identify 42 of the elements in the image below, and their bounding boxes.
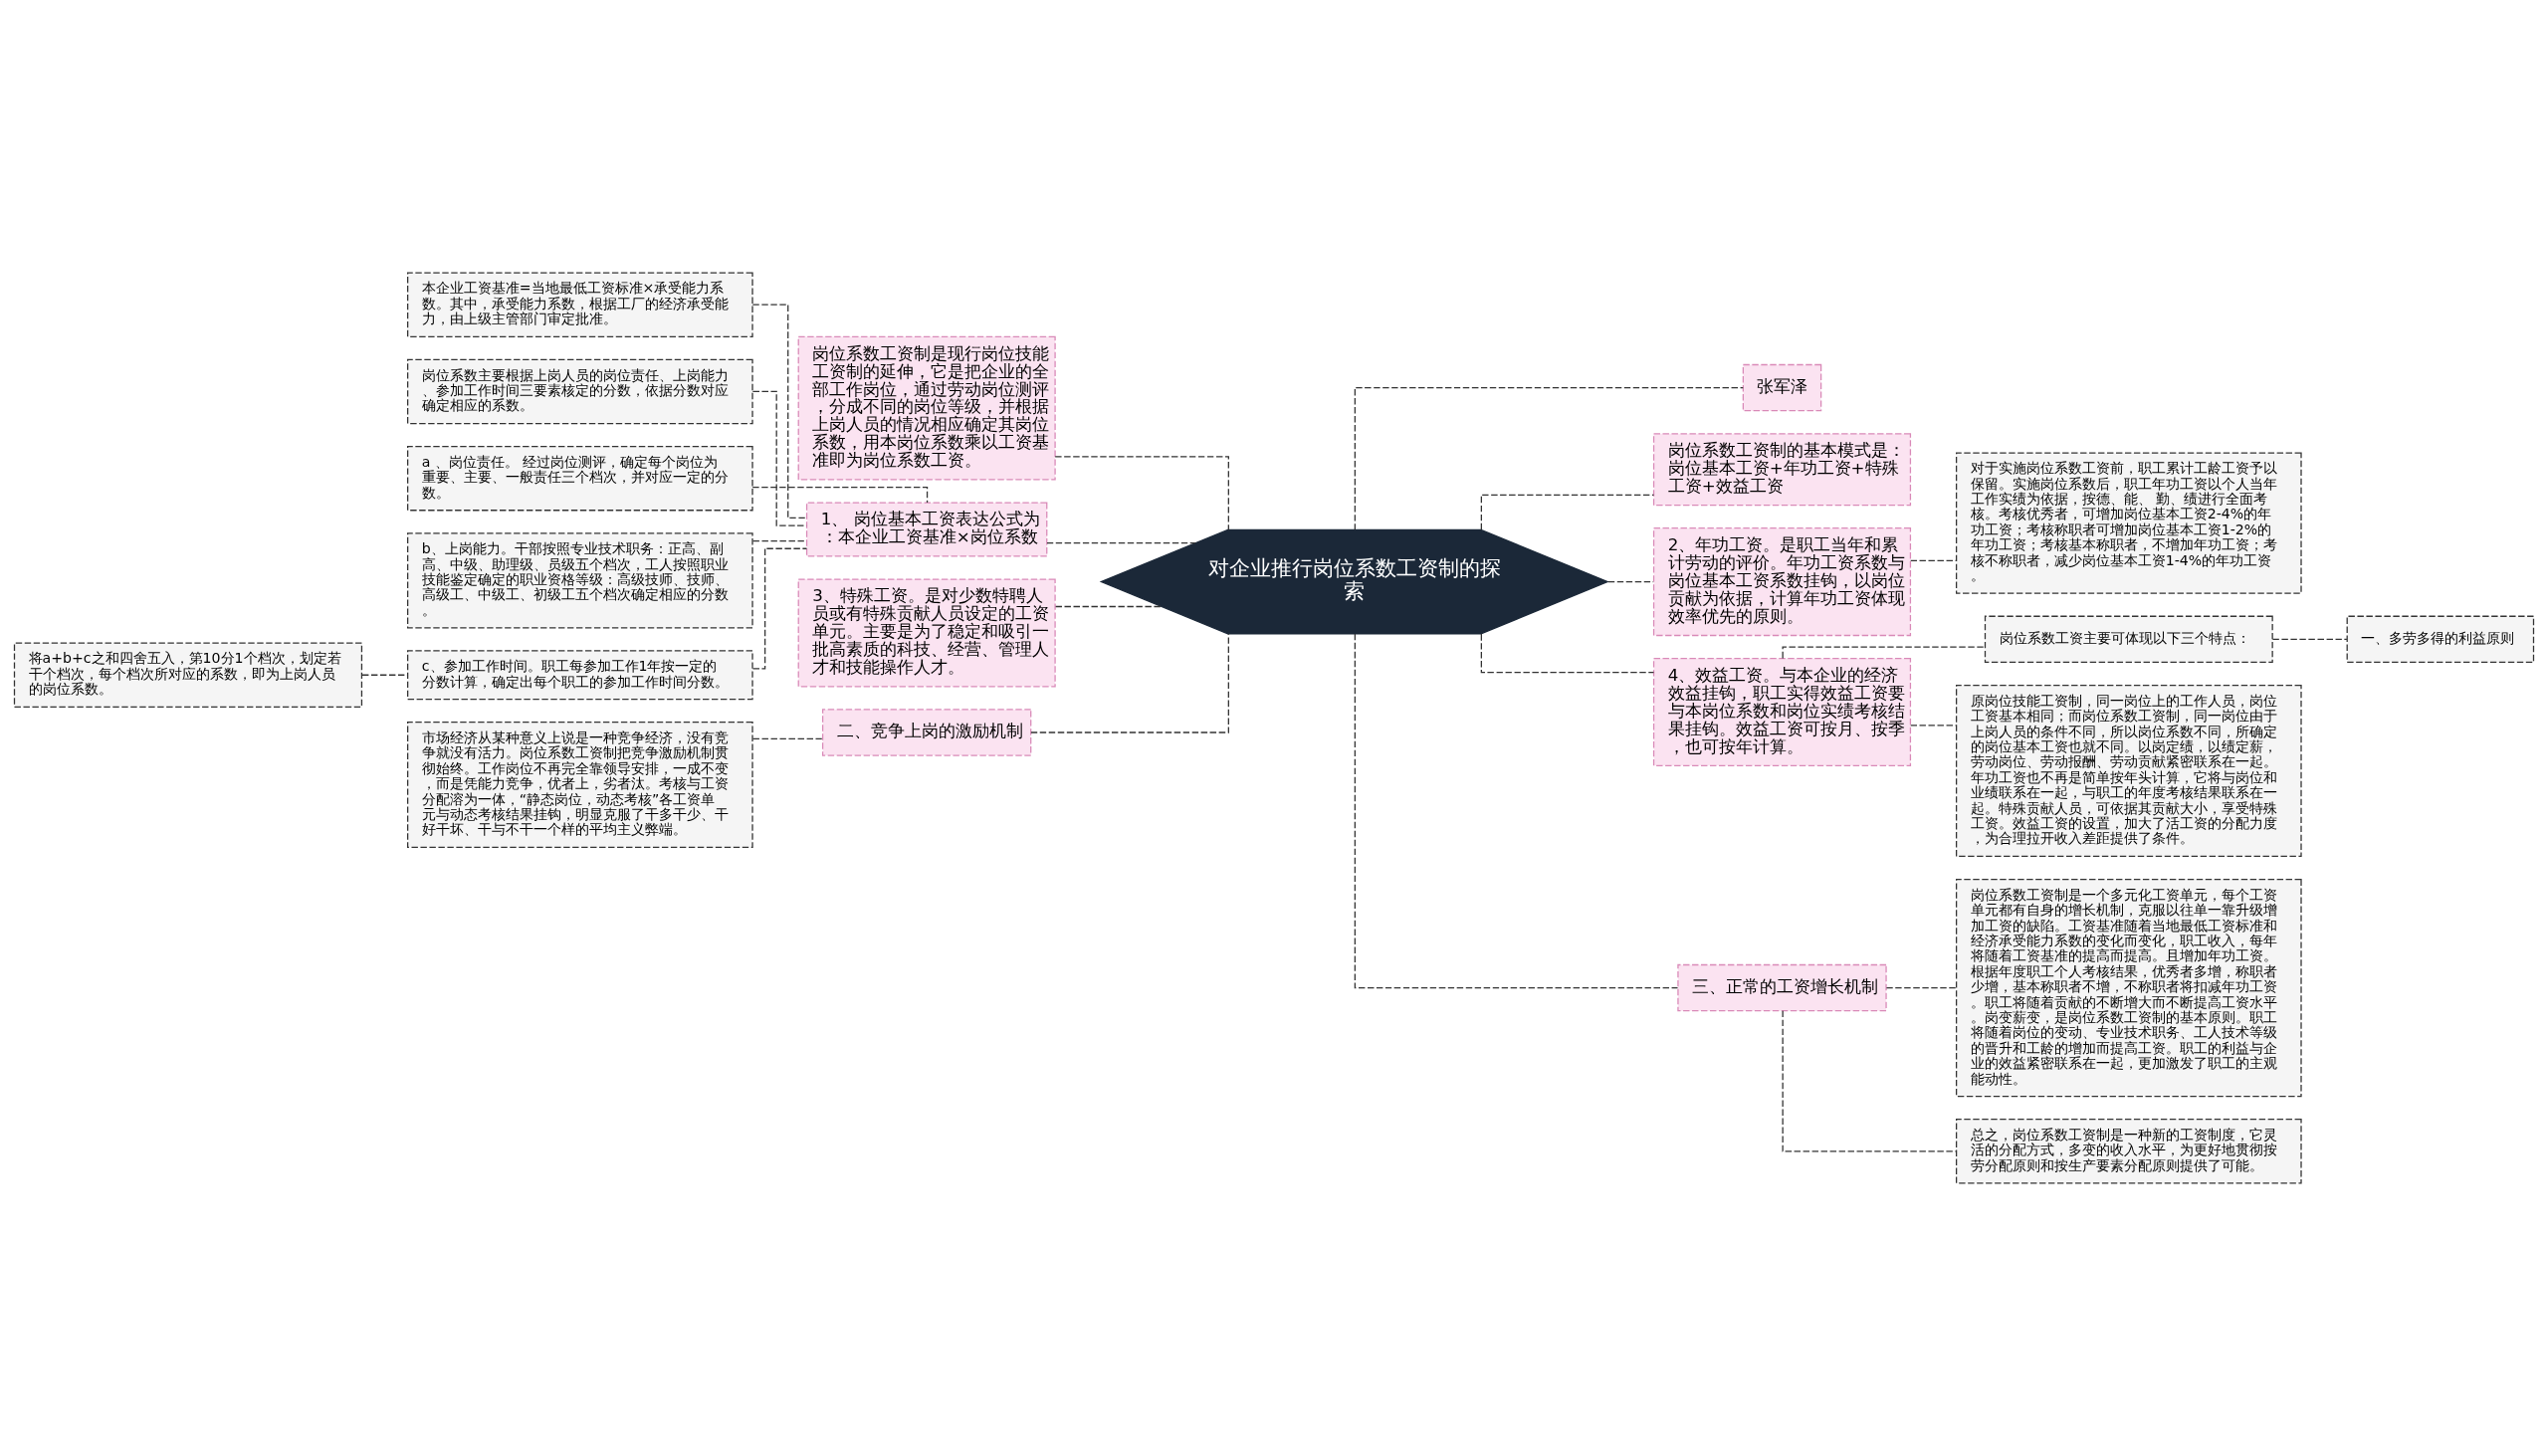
connector <box>751 304 808 520</box>
connector <box>751 487 929 504</box>
connector <box>1030 633 1229 733</box>
connector <box>361 674 408 676</box>
connector <box>1480 494 1655 530</box>
node-box: 三、正常的工资增长机制 <box>1677 963 1887 1012</box>
node-box: 市场经济从某种意义上说是一种竞争经济，没有竞争就没有活力。岗位系数工资制把竞争激励机制贯彻始终。工作岗位不再完全靠领导安排，一成不变，而是凭能力竞争，优者上，劣者汰。考核与工资分配溶为一体，“静态岗位，动态考核”各工资单元与动态考核结果挂钩，明显克服了干多干少、干好干坏、干与不干一个样的平均主义弊端。 <box>407 722 753 849</box>
connector <box>751 547 808 670</box>
node-box: 岗位系数主要根据上岗人员的岗位责任、上岗能力、参加工作时间三要素核定的分数，依据分数对应确定相应的系数。 <box>407 358 753 425</box>
connector <box>1046 541 1196 544</box>
connector <box>1607 580 1654 583</box>
connector <box>1910 725 1957 727</box>
node-box: 1、 岗位基本工资表达公式为：本企业工资基准×岗位系数 <box>805 502 1048 557</box>
node-box: 原岗位技能工资制，同一岗位上的工作人员，岗位工资基本相同；而岗位系数工资制，同一岗位由于上岗人员的条件不同，所以岗位系数不同，所确定的岗位基本工资也就不同。以岗定绩，以绩定薪，劳动岗位、劳动报酬、劳动贡献紧密联系在一起。年功工资也不再是简单按年头计算，它将与岗位和业绩联系在一起，与职工的年度考核结果联系在一起。特殊贡献人员，可依据其贡献大小，享受特殊工资。效益工资的设置，加大了活工资的分配力度，为合理拉开收入差距提供了条件。 <box>1955 684 2302 858</box>
connector <box>2271 638 2348 640</box>
node-box: 对于实施岗位系数工资前，职工累计工龄工资予以保留。实施岗位系数后，职工年功工资以个人当年工作实绩为依据，按德、能、 勤、绩进行全面考核。考核优秀者，可增加岗位基本工资2-4%的年功工资；考核称职者可增加岗位基本工资1-2%的年功工资；考核基本称职者，不增加年功工资；考核不称职者，减少岗位基本工资1-4%的年功工资。 <box>1955 452 2302 594</box>
connector <box>751 390 807 526</box>
node-box: c、参加工作时间。职工每参加工作1年按一定的分数计算，确定出每个职工的参加工作时间分数。 <box>407 650 753 701</box>
node-box: 岗位系数工资主要可体现以下三个特点： <box>1984 615 2273 664</box>
connector <box>1354 633 1679 989</box>
node-box: 将a+b+c之和四舍五入，第10分1个档次，划定若干个档次，每个档次所对应的系数，即为上岗人员的岗位系数。 <box>13 642 363 708</box>
connector <box>1354 386 1744 530</box>
node-box: 2、年功工资。是职工当年和累计劳动的评价。年功工资系数与岗位基本工资系数挂钩，以岗位贡献为依据，计算年功工资体现效率优先的原则。 <box>1652 527 1912 637</box>
connector <box>1480 633 1655 674</box>
connector <box>1782 646 1987 660</box>
node-box: 本企业工资基准=当地最低工资标准×承受能力系数。其中，承受能力系数，根据工厂的经济承受能力，由上级主管部门审定批准。 <box>407 272 753 337</box>
node-box: 岗位系数工资制的基本模式是：岗位基本工资+年功工资+特殊工资+效益工资 <box>1652 433 1912 507</box>
node-box: b、上岗能力。干部按照专业技术职务：正高、副高、中级、助理级、员级五个档次，工人按照职业技能鉴定确定的职业资格等级：高级技师、技师、高级工、中级工、初级工五个档次确定相应的分数。 <box>407 532 753 629</box>
connector <box>1054 456 1229 530</box>
connector <box>751 737 823 740</box>
node-box: a 、岗位责任。 经过岗位测评，确定每个岗位为重要、主要、一般责任三个档次，并对应一定的分数。 <box>407 445 753 512</box>
node-box: 张军泽 <box>1742 363 1822 412</box>
node-box: 3、特殊工资。是对少数特聘人员或有特殊贡献人员设定的工资单元。主要是为了稳定和吸引一批高素质的科技、经营、管理人才和技能操作人才。 <box>797 578 1056 688</box>
connector <box>751 539 808 542</box>
node-box: 二、竞争上岗的激励机制 <box>821 709 1032 756</box>
node-box: 岗位系数工资制是一个多元化工资单元，每个工资单元都有自身的增长机制，克服以往单一靠升级增加工资的缺陷。工资基准随着当地最低工资标准和经济承受能力系数的变化而变化，职工收入，每年将随着工资基准的提高而提高。且增加年功工资。根据年度职工个人考核结果，优秀者多增，称职者少增，基本称职者不增，不称职者将扣减年功工资。职工将随着贡献的不断增大而不断提高工资水平。岗变薪变，是岗位系数工资制的基本原则。职工将随着岗位的变动、专业技术职务、工人技术等级的晋升和工龄的增加而提高工资。职工的利益与企业的效益紧密联系在一起，更加激发了职工的主观能动性。 <box>1955 878 2302 1098</box>
node-box: 4、效益工资。与本企业的经济效益挂钩，职工实得效益工资要与本岗位系数和岗位实绩考核结果挂钩。效益工资可按月、按季，也可按年计算。 <box>1652 657 1912 766</box>
connector <box>1055 605 1163 608</box>
node-box: 总之，岗位系数工资制是一种新的工资制度，它灵活的分配方式，多变的收入水平，为更好地贯彻按劳分配原则和按生产要素分配原则提供了可能。 <box>1955 1119 2302 1184</box>
node-box: 岗位系数工资制是现行岗位技能工资制的延伸，它是把企业的全部工作岗位，通过劳动岗位测评，分成不同的岗位等级，并根据上岗人员的情况相应确定其岗位系数，用本岗位系数乘以工资基准即为岗位系数工资。 <box>797 335 1056 481</box>
connector <box>1910 559 1957 562</box>
node-box: 一、多劳多得的利益原则 <box>2346 615 2535 664</box>
